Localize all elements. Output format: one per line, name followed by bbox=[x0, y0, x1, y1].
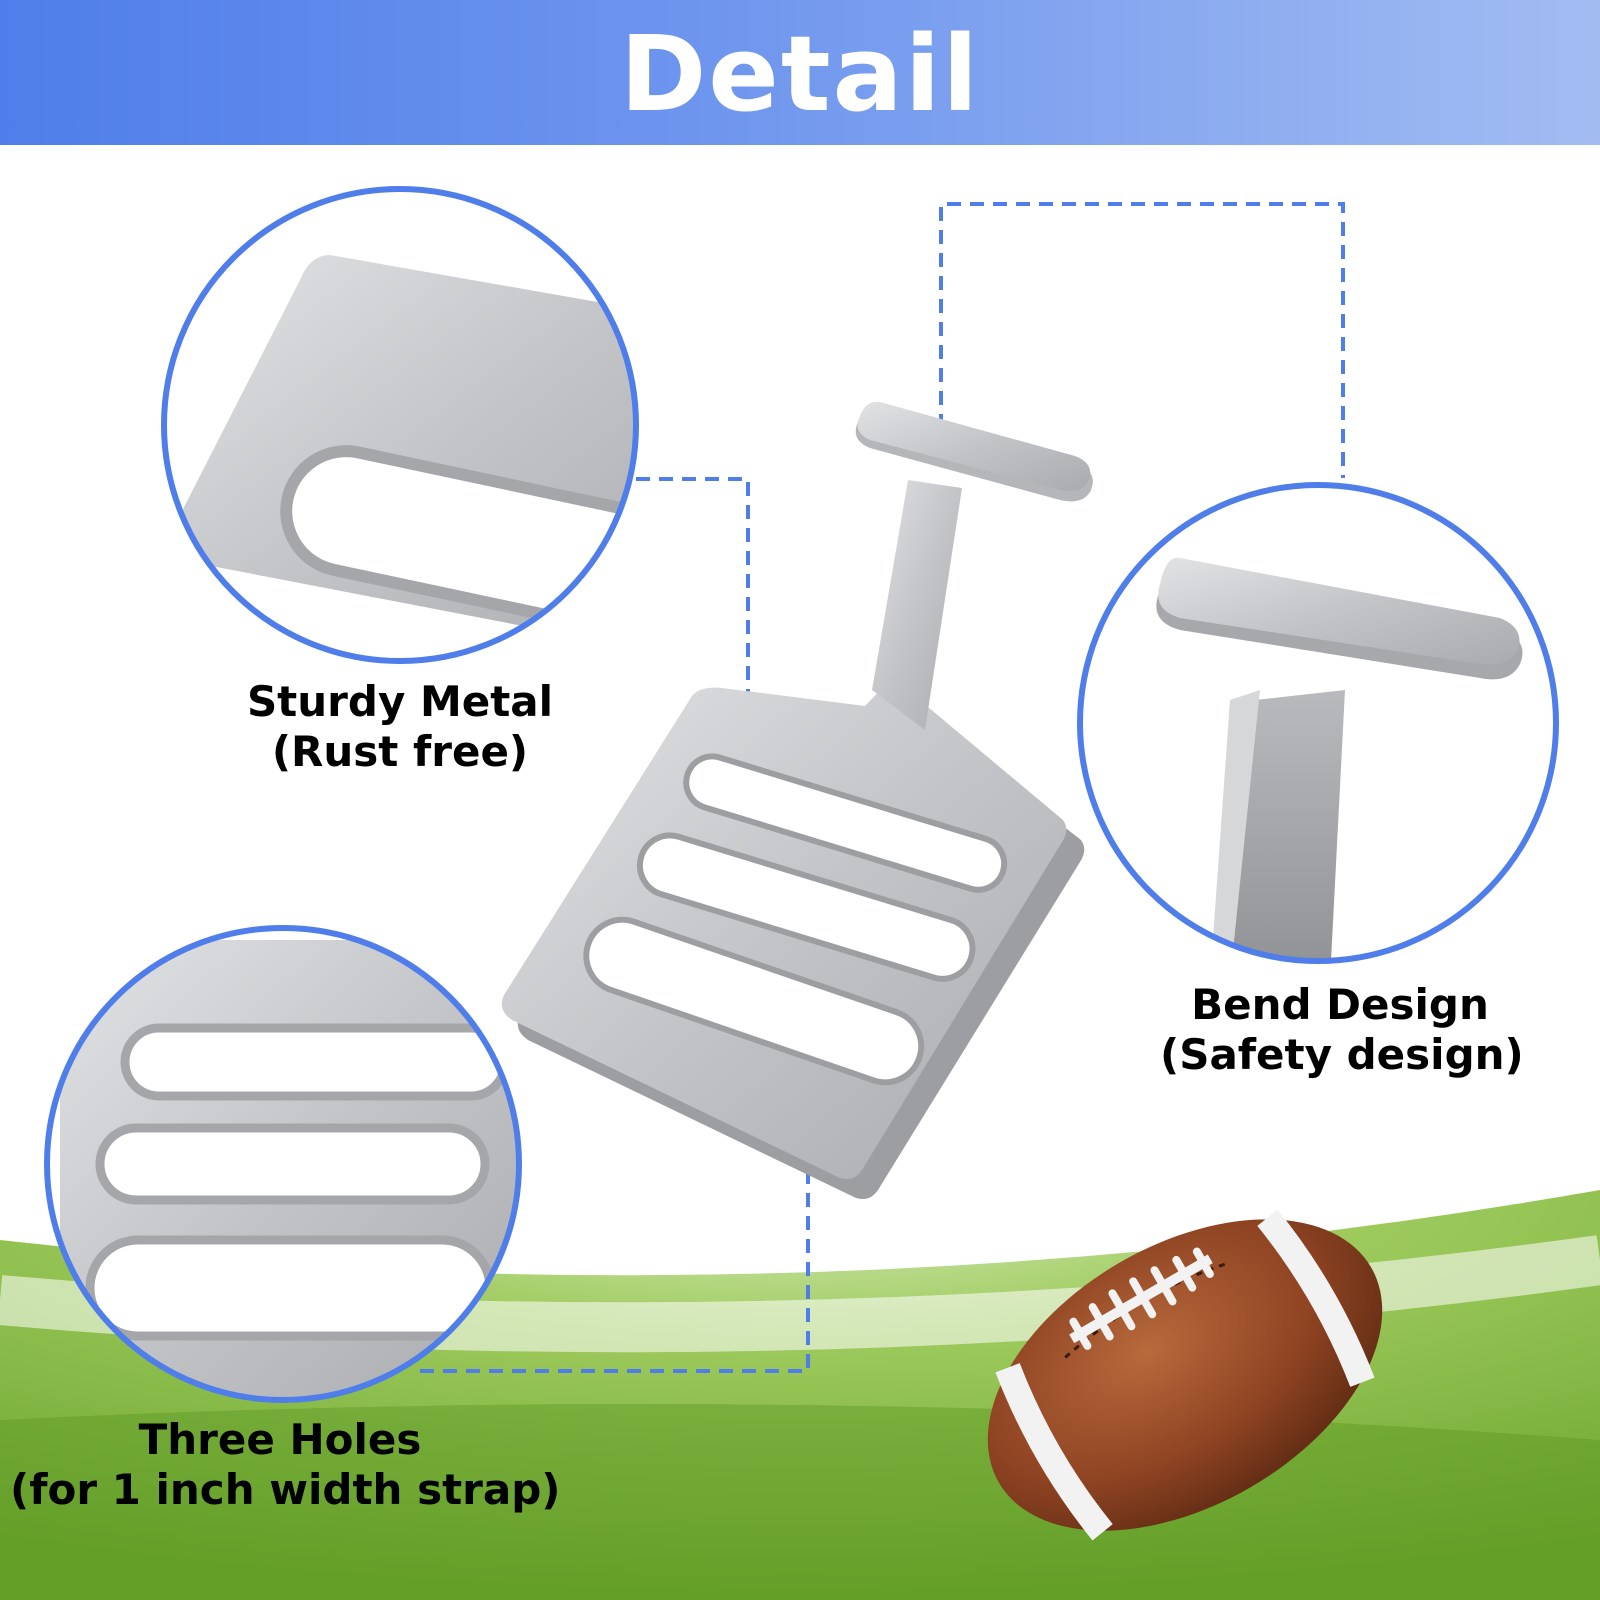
page-title: Detail bbox=[619, 13, 981, 135]
zoom-circle-sturdy-metal bbox=[161, 186, 639, 664]
header-banner: Detail bbox=[0, 0, 1600, 145]
feature-title: Sturdy Metal bbox=[246, 677, 554, 726]
zoom-circle-bend-design bbox=[1077, 482, 1559, 964]
feature-subtitle: (for 1 inch width strap) bbox=[10, 1465, 561, 1514]
feature-title: Three Holes bbox=[138, 1415, 422, 1464]
t-hook-buckle-icon bbox=[501, 401, 1093, 1199]
feature-title: Bend Design bbox=[1191, 980, 1489, 1029]
feature-label-three-holes: Three Holes (for 1 inch width strap) bbox=[10, 1415, 561, 1515]
feature-label-sturdy-metal: Sturdy Metal (Rust free) bbox=[245, 677, 555, 777]
feature-label-bend-design: Bend Design (Safety design) bbox=[1160, 980, 1524, 1080]
feature-subtitle: (Safety design) bbox=[1160, 1030, 1524, 1079]
zoom-circle-three-holes bbox=[44, 925, 522, 1403]
football-icon bbox=[987, 1209, 1383, 1541]
feature-subtitle: (Rust free) bbox=[271, 727, 529, 776]
